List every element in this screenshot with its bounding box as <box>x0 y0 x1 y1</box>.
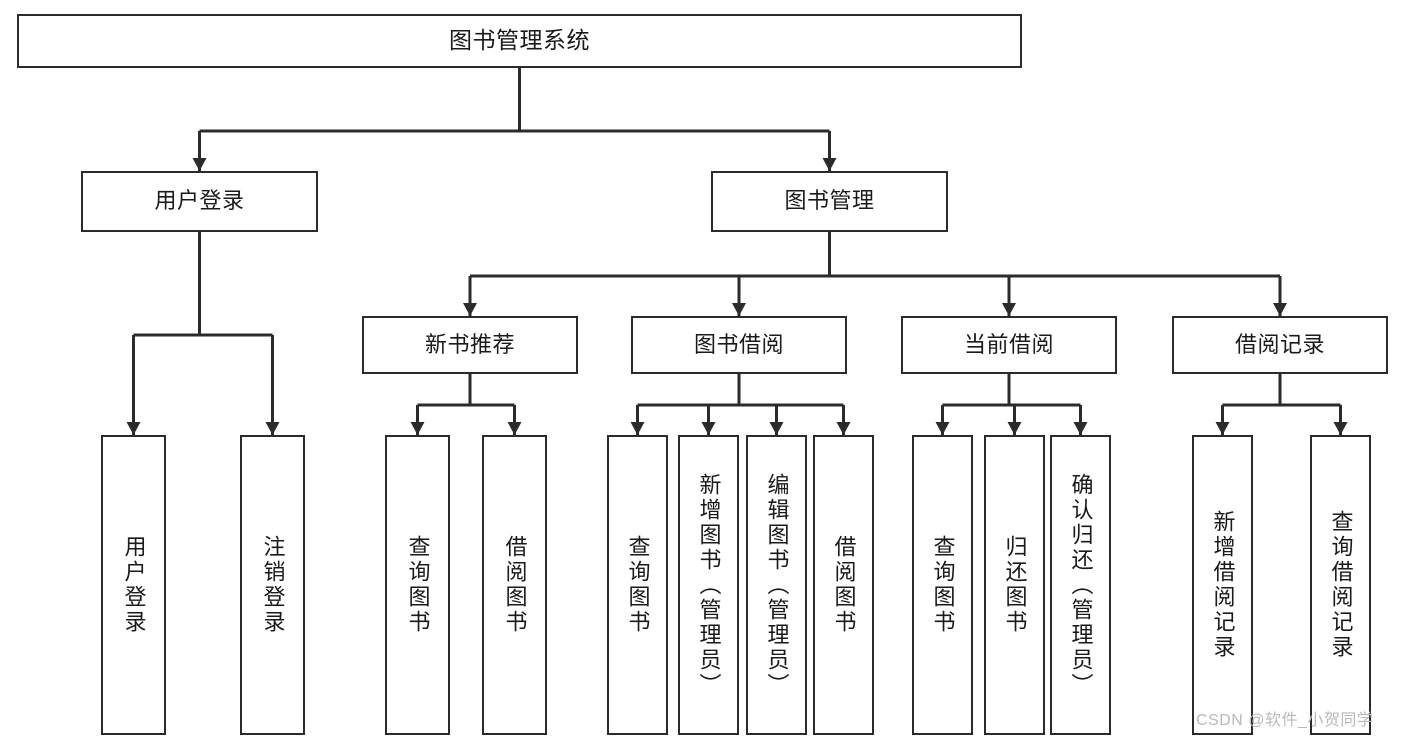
node-leaf-borrow-book-2[interactable]: 借阅图书 <box>813 435 874 735</box>
arrowhead-icon <box>1007 422 1022 435</box>
arrowhead-icon <box>1215 422 1230 435</box>
node-leaf-user-login[interactable]: 用户登录 <box>101 435 166 735</box>
node-label: 查询图书 <box>930 535 956 635</box>
node-leaf-user-logout[interactable]: 注销登录 <box>240 435 305 735</box>
node-label: 借阅记录 <box>1234 331 1325 357</box>
node-label: 当前借阅 <box>963 331 1054 357</box>
node-label: 新书推荐 <box>424 331 515 357</box>
arrowhead-icon <box>507 422 522 435</box>
node-current-borrow[interactable]: 当前借阅 <box>901 316 1117 374</box>
node-leaf-query-book-1[interactable]: 查询图书 <box>385 435 450 735</box>
node-label: 查询图书 <box>625 535 651 635</box>
arrowhead-icon <box>1333 422 1348 435</box>
arrowhead-icon <box>732 303 746 316</box>
node-label: 新增图书（管理员） <box>696 472 722 698</box>
node-label: 编辑图书（管理员） <box>764 472 790 698</box>
node-leaf-confirm-return[interactable]: 确认归还（管理员） <box>1050 435 1111 735</box>
node-book-borrow[interactable]: 图书借阅 <box>631 316 847 374</box>
node-label: 用户登录 <box>121 535 147 635</box>
node-leaf-borrow-book-1[interactable]: 借阅图书 <box>482 435 547 735</box>
arrowhead-icon <box>1273 303 1287 316</box>
arrowhead-icon <box>822 158 837 171</box>
arrowhead-icon <box>410 422 425 435</box>
node-label: 图书管理系统 <box>449 27 590 54</box>
arrowhead-icon <box>192 158 207 171</box>
arrowhead-icon <box>1073 422 1088 435</box>
node-label: 归还图书 <box>1002 535 1028 635</box>
node-label: 注销登录 <box>260 535 286 635</box>
node-leaf-query-book-3[interactable]: 查询图书 <box>912 435 973 735</box>
node-book-manage[interactable]: 图书管理 <box>711 171 948 232</box>
node-label: 新增借阅记录 <box>1210 510 1236 660</box>
node-label: 借阅图书 <box>831 535 857 635</box>
node-label: 图书管理 <box>784 188 875 214</box>
node-leaf-add-book[interactable]: 新增图书（管理员） <box>678 435 739 735</box>
node-label: 借阅图书 <box>502 535 528 635</box>
arrowhead-icon <box>265 422 280 435</box>
node-label: 查询借阅记录 <box>1328 510 1354 660</box>
node-leaf-query-book-2[interactable]: 查询图书 <box>607 435 668 735</box>
node-label: 查询图书 <box>405 535 431 635</box>
node-borrow-record[interactable]: 借阅记录 <box>1172 316 1388 374</box>
arrowhead-icon <box>935 422 950 435</box>
node-leaf-query-record[interactable]: 查询借阅记录 <box>1310 435 1371 735</box>
arrowhead-icon <box>126 422 141 435</box>
node-leaf-edit-book[interactable]: 编辑图书（管理员） <box>746 435 807 735</box>
node-new-book-rec[interactable]: 新书推荐 <box>362 316 578 374</box>
arrowhead-icon <box>836 422 851 435</box>
node-user-login[interactable]: 用户登录 <box>81 171 318 232</box>
node-label: 图书借阅 <box>693 331 784 357</box>
arrowhead-icon <box>463 303 477 316</box>
arrowhead-icon <box>769 422 784 435</box>
node-label: 用户登录 <box>154 188 245 214</box>
node-label: 确认归还（管理员） <box>1068 472 1094 698</box>
node-leaf-return-book[interactable]: 归还图书 <box>984 435 1045 735</box>
arrowhead-icon <box>701 422 716 435</box>
arrowhead-icon <box>630 422 645 435</box>
node-leaf-add-record[interactable]: 新增借阅记录 <box>1192 435 1253 735</box>
arrowhead-icon <box>1002 303 1016 316</box>
node-root[interactable]: 图书管理系统 <box>17 14 1022 68</box>
